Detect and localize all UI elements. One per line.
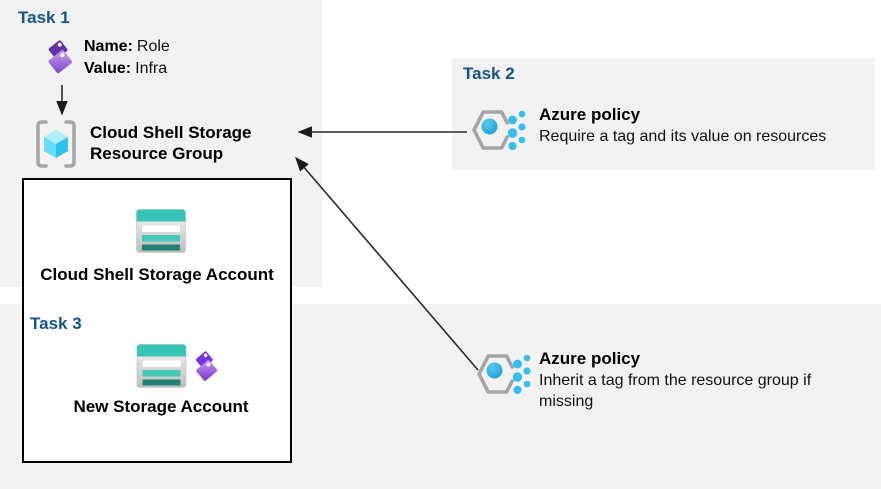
tag-value-label: Value: (84, 60, 132, 77)
new-storage-tag-icon (192, 350, 226, 386)
task3-label: Task 3 (30, 314, 82, 333)
tag-icon (44, 38, 82, 80)
storage-account-icon (136, 209, 186, 253)
tag-name-value-block: Name:Role Value:Infra (84, 36, 170, 80)
azure-policy-require-subtitle: Require a tag and its value on resources (539, 128, 827, 145)
new-storage-account-icon (136, 344, 187, 388)
cloud-shell-storage-account-label: Cloud Shell Storage Account (40, 265, 274, 284)
azure-policy-icon (471, 108, 527, 152)
azure-policy-inherit-subtitle: Inherit a tag from the resource group if… (539, 372, 812, 410)
azure-policy-require-title: Azure policy (539, 105, 641, 124)
task1-label: Task 1 (18, 8, 70, 27)
resource-group-icon (34, 119, 78, 169)
tag-value-row: Value:Infra (84, 58, 170, 80)
tag-name-value: Role (136, 38, 170, 55)
tag-name-label: Name: (84, 38, 133, 55)
resource-group-label: Cloud Shell Storage Resource Group (90, 122, 252, 164)
tag-name-row: Name:Role (84, 36, 170, 58)
azure-policy-inherit-title: Azure policy (539, 349, 641, 368)
azure-policy-inherit-block: Azure policy Inherit a tag from the reso… (539, 348, 879, 412)
resource-group-label-line2: Resource Group (90, 144, 224, 163)
resource-group-label-line1: Cloud Shell Storage (90, 123, 252, 142)
new-storage-account-label: New Storage Account (73, 397, 249, 416)
azure-policy-require-block: Azure policy Require a tag and its value… (539, 104, 826, 147)
task2-label: Task 2 (463, 64, 515, 83)
azure-policy-inherit-icon (476, 352, 532, 396)
tag-value-value: Infra (135, 60, 168, 77)
